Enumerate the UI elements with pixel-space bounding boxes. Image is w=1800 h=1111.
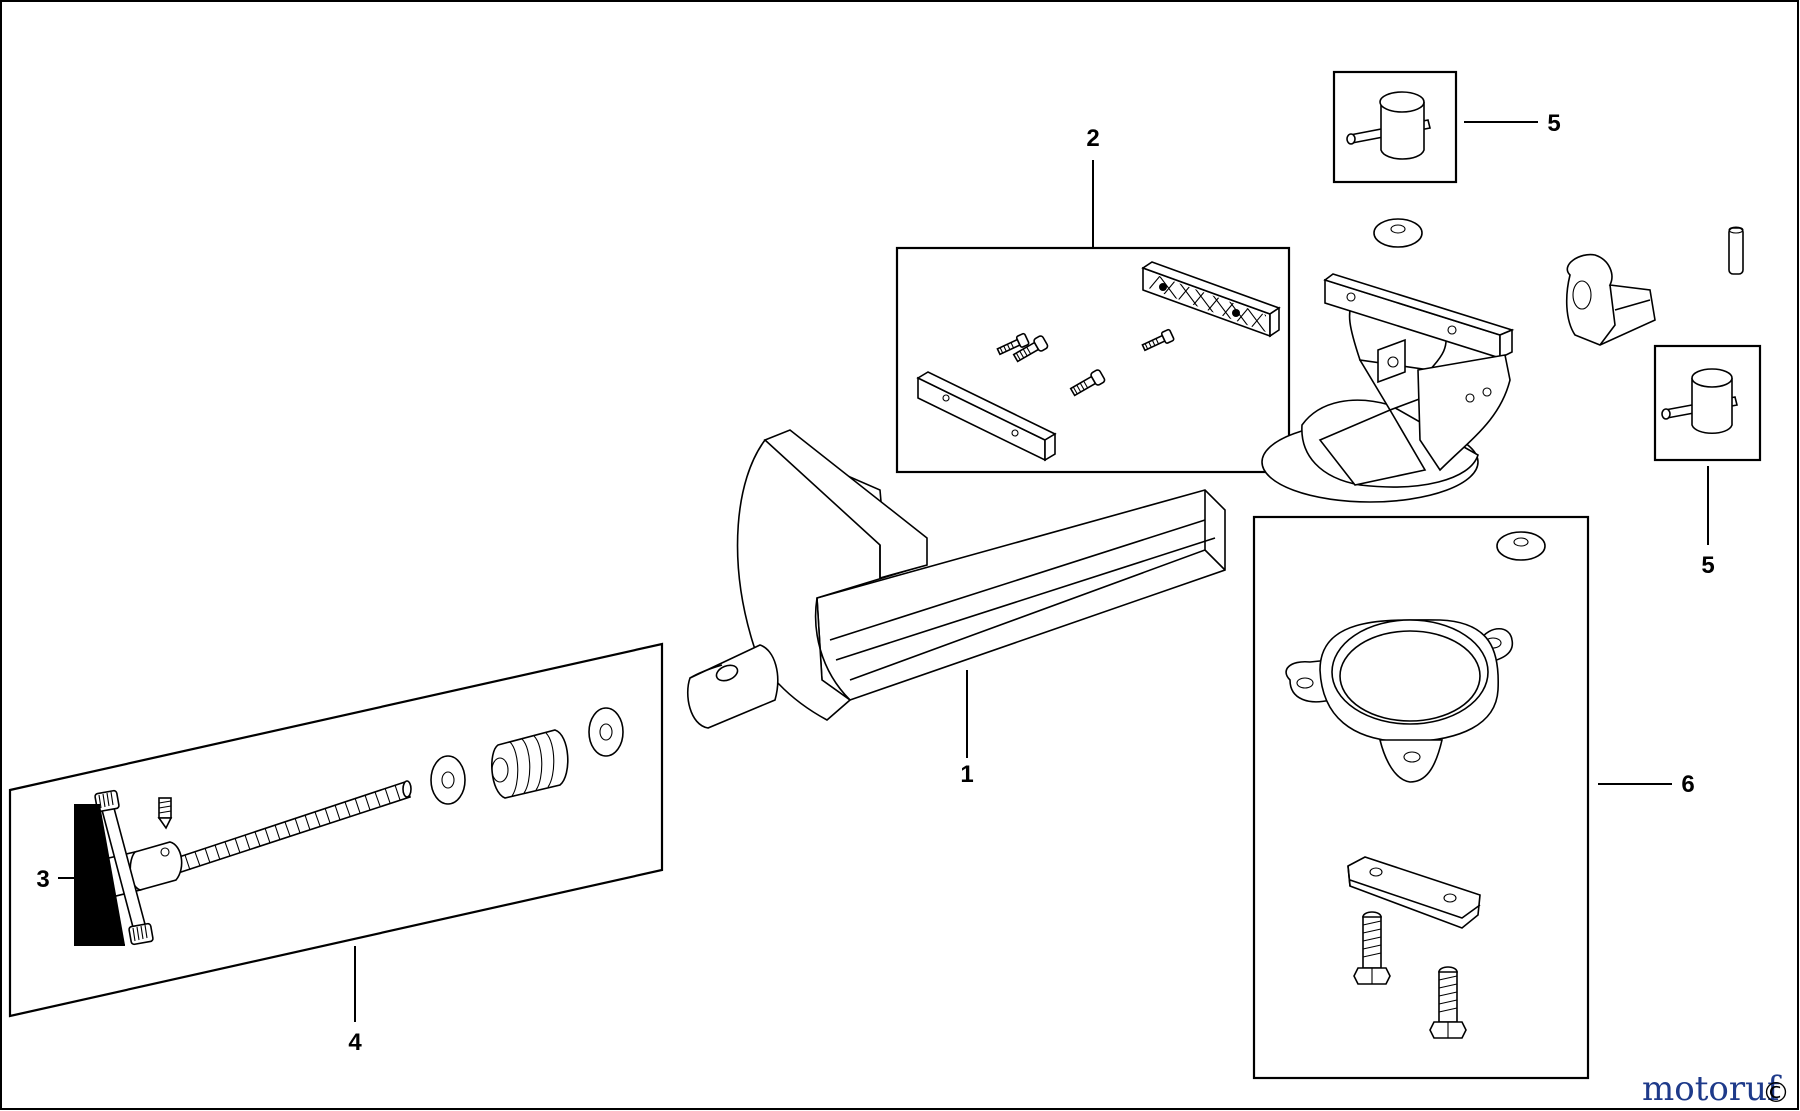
part-5b-group (1653, 344, 1762, 545)
lock-pin (1728, 226, 1744, 275)
part-label-1: 1 (960, 761, 973, 788)
part-4-group (8, 642, 664, 1022)
part-2-box (895, 246, 1291, 474)
part-label-3: 3 (36, 866, 49, 893)
part-4-box (8, 642, 664, 1018)
washer (588, 707, 624, 757)
part-6-group (1252, 515, 1672, 1080)
jaw-screw (996, 332, 1030, 356)
part-3-bracket (74, 804, 125, 946)
top-washer (1373, 218, 1423, 248)
clamp-plate (1347, 856, 1481, 929)
base-washer (1496, 531, 1546, 561)
swivel-base-ring (1285, 619, 1514, 783)
clamp-lever (1565, 253, 1656, 346)
tommy-pin-b (1661, 368, 1738, 435)
plain-jaw-plate (916, 371, 1057, 462)
part-5a-group (1332, 70, 1538, 184)
jaw-bolt (1012, 335, 1049, 363)
part-5a-box (1332, 70, 1458, 184)
part-label-5b: 5 (1701, 552, 1714, 579)
part-6-box (1252, 515, 1590, 1080)
part-label-4: 4 (348, 1029, 362, 1056)
jaw-bolt (1069, 369, 1106, 397)
spring (491, 729, 569, 799)
base-bolt (1353, 911, 1391, 985)
serrated-jaw-plate (1141, 261, 1281, 338)
watermark-text: motoruf (1642, 1069, 1782, 1109)
part-2-group (895, 160, 1291, 474)
washer (430, 755, 466, 805)
part-5b-box (1653, 344, 1762, 462)
part-label-6: 6 (1681, 771, 1694, 798)
watermark-copyright-icon: © (1762, 1076, 1790, 1109)
jaw-screw (1141, 328, 1175, 352)
tommy-pin-a (1346, 91, 1431, 160)
part-label-5a: 5 (1547, 110, 1560, 137)
base-bolt (1429, 966, 1467, 1039)
tommy-bar-handle (94, 789, 154, 946)
part-1-movable-jaw (686, 429, 1226, 758)
watermark-logo: motoruf © (1642, 1069, 1790, 1109)
vice-body-swivel (1261, 273, 1515, 503)
grub-screw (157, 797, 173, 830)
part-label-2: 2 (1086, 125, 1099, 152)
